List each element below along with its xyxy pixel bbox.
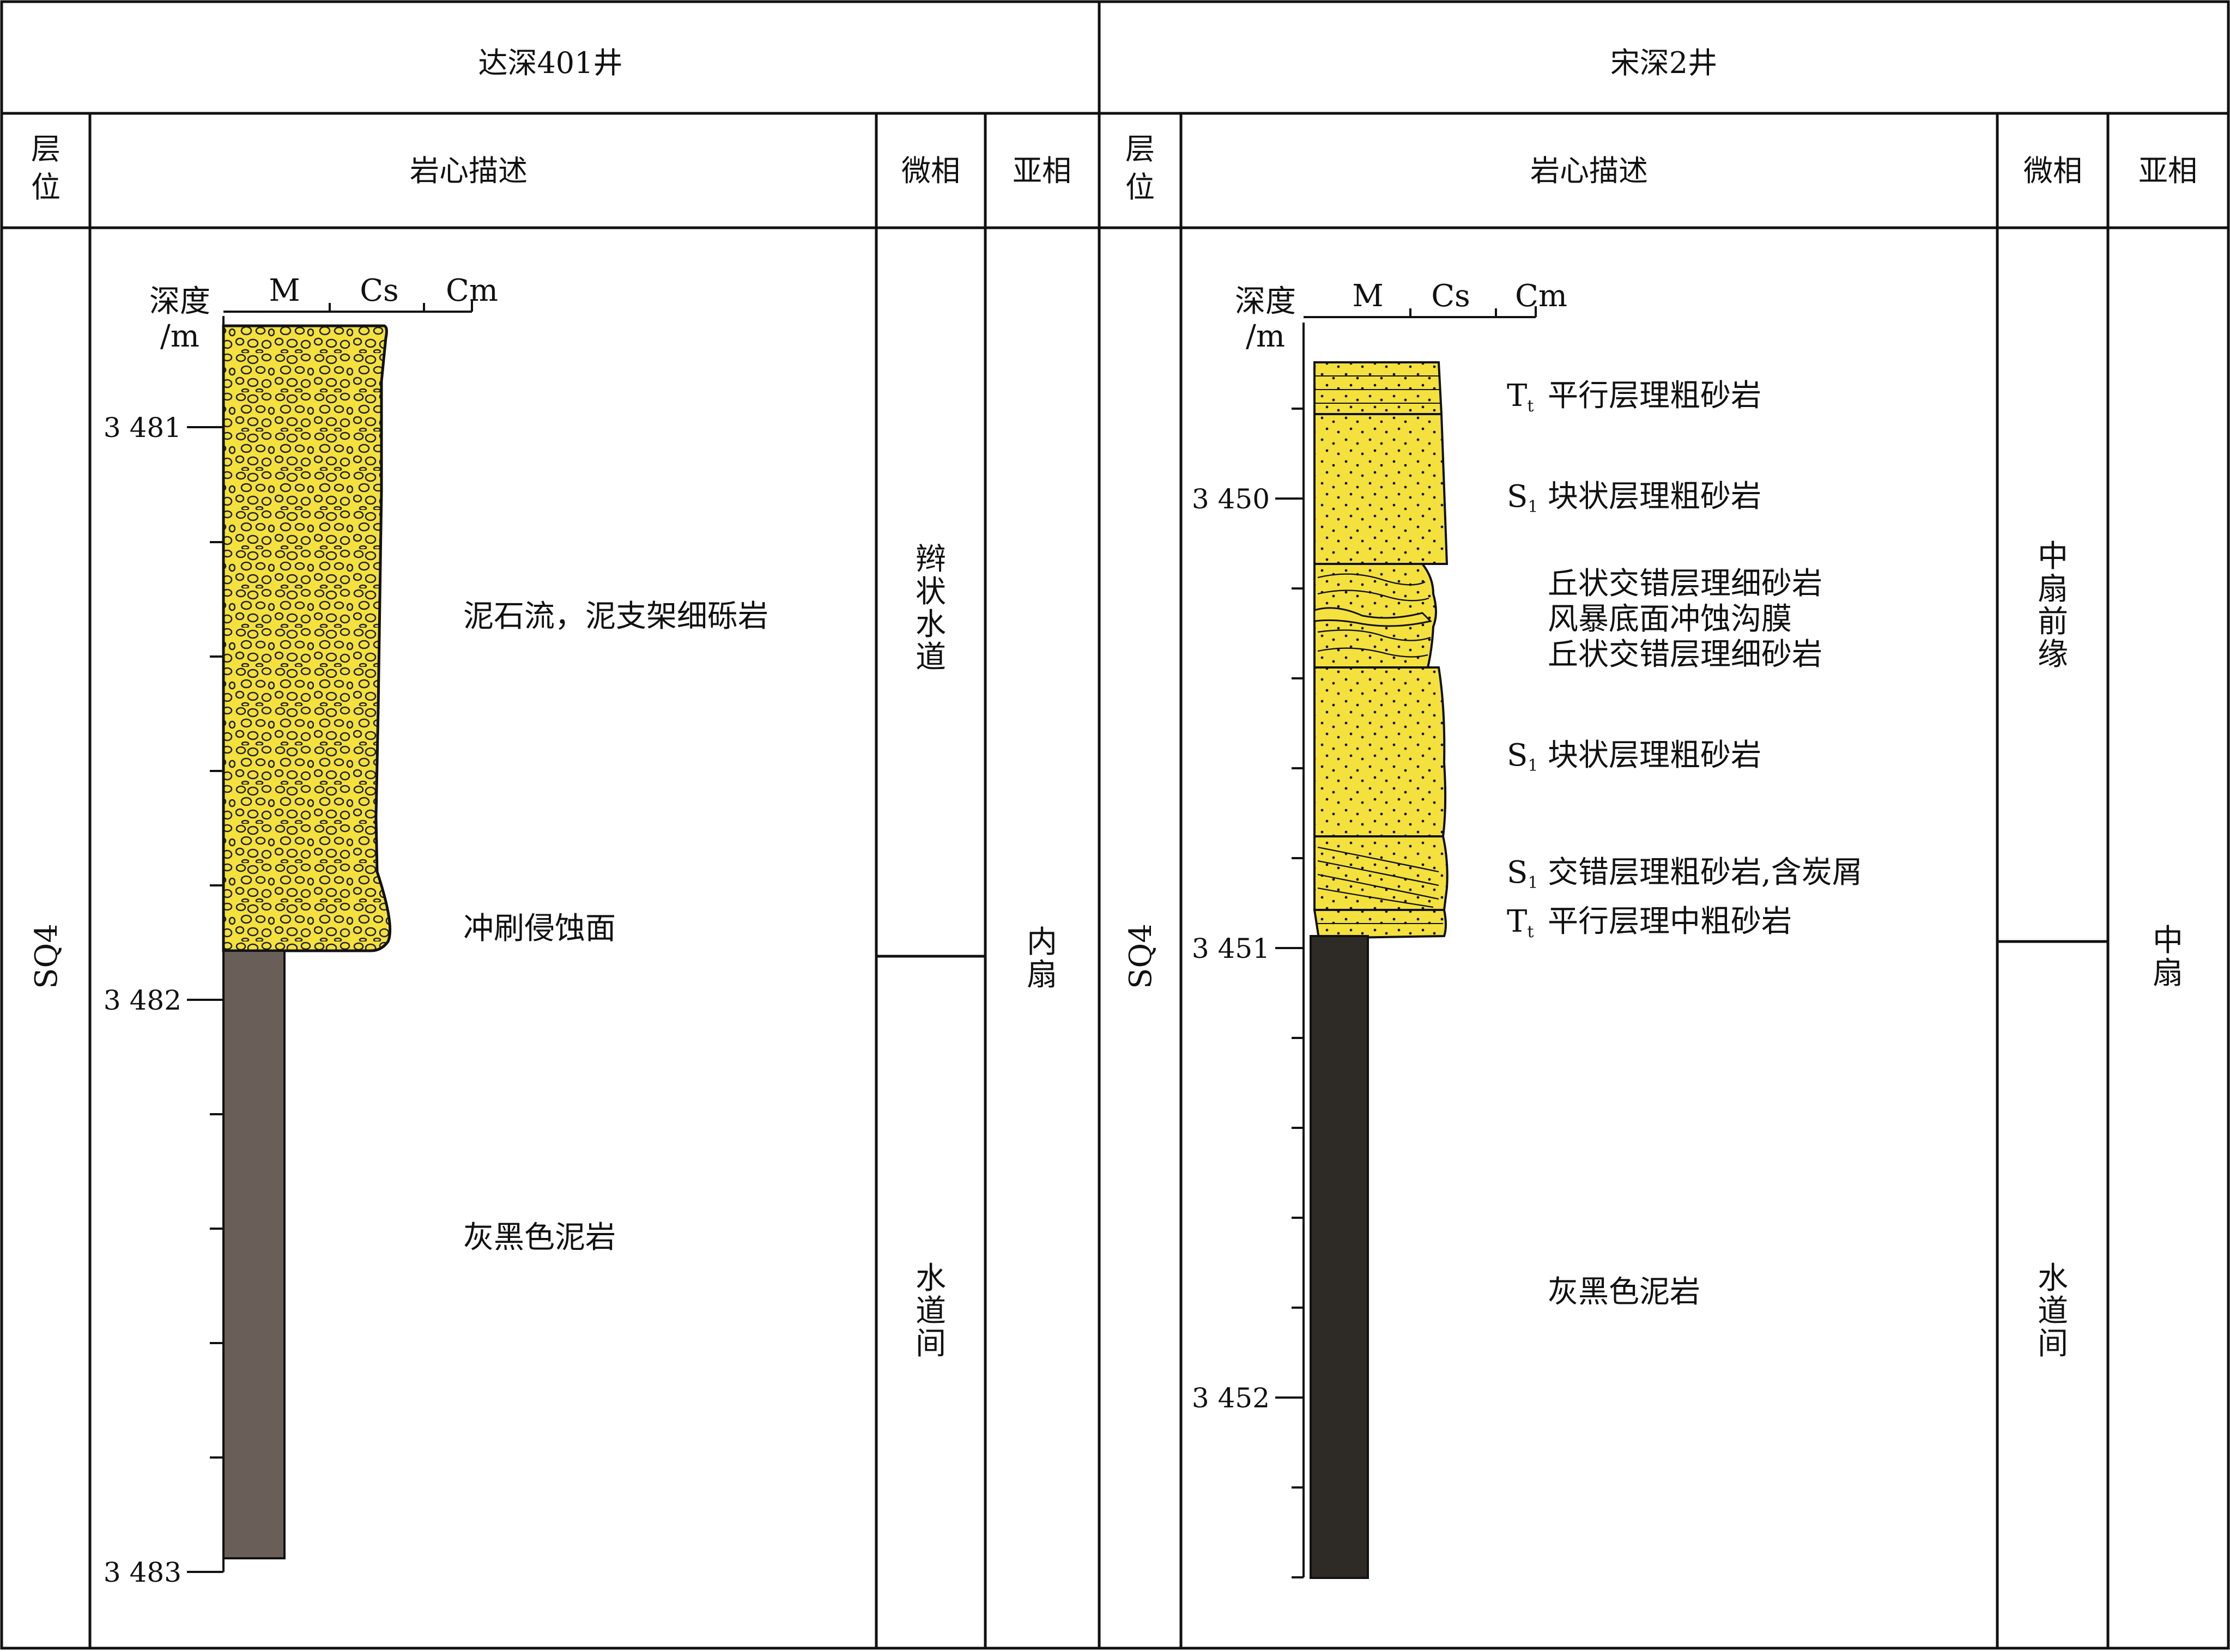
microfacies-char: 中 xyxy=(2038,539,2068,574)
description-hummocky-1: 丘状交错层理细砂岩 xyxy=(1548,566,1822,602)
description-scour-surface: 冲刷侵蚀面 xyxy=(463,911,616,946)
header-strata-char2: 位 xyxy=(31,170,60,204)
microfacies-char: 水 xyxy=(916,1261,946,1296)
header-strata-char2: 位 xyxy=(1125,170,1155,204)
storm-scour-mark xyxy=(1313,607,1432,627)
microfacies-char: 水 xyxy=(916,607,946,642)
well-title-left: 达深401井 xyxy=(478,46,622,80)
depth-value: 3 483 xyxy=(104,1557,181,1588)
column-headers-right: 层 位 岩心描述 微相 亚相 xyxy=(1125,132,2197,204)
grain-scale-cs: Cs xyxy=(1431,278,1470,314)
microfacies-char: 辫 xyxy=(916,542,946,577)
subfacies-char: 扇 xyxy=(2153,956,2183,991)
depth-label-unit: /m xyxy=(1246,319,1285,354)
well-titles: 达深401井 宋深2井 xyxy=(478,46,1717,80)
subfacies-char: 中 xyxy=(2153,923,2183,958)
header-subfacies: 亚相 xyxy=(2138,154,2197,188)
description-parallel-coarse: 平行层理粗砂岩 xyxy=(1548,378,1761,414)
microfacies-char: 缘 xyxy=(2038,637,2068,672)
description-hummocky-2: 丘状交错层理细砂岩 xyxy=(1548,637,1822,672)
description-massive-coarse: 块状层理粗砂岩 xyxy=(1548,479,1761,514)
depth-value: 3 450 xyxy=(1192,483,1270,515)
lamination-lines xyxy=(1314,375,1441,404)
microfacies-char: 道 xyxy=(2038,1293,2068,1329)
depth-value: 3 482 xyxy=(104,985,181,1016)
description-massive-coarse-2: 块状层理粗砂岩 xyxy=(1548,738,1761,773)
cross-bedding-lines xyxy=(1317,846,1439,908)
header-subfacies: 亚相 xyxy=(1013,154,1071,188)
microfacies-right: 中 扇 前 缘 水 道 间 xyxy=(2038,539,2068,1362)
description-code: S1 xyxy=(1507,855,1538,892)
sandstone-massive-upper xyxy=(1313,413,1449,565)
sequence-label-right: SQ4 xyxy=(1123,924,1159,989)
description-code: Tt xyxy=(1507,904,1534,942)
core-descriptions-left: 泥石流，泥支架细砾岩 冲刷侵蚀面 灰黑色泥岩 xyxy=(463,599,768,1255)
depth-value: 3 481 xyxy=(104,412,181,444)
column-headers-left: 层 位 岩心描述 微相 亚相 xyxy=(31,132,1071,204)
microfacies-left: 辫 状 水 道 水 道 间 xyxy=(916,542,946,1362)
description-code: S1 xyxy=(1507,738,1538,775)
microfacies-char: 道 xyxy=(916,1293,946,1329)
description-cross-bedded: 交错层理粗砂岩,含炭屑 xyxy=(1548,855,1863,890)
header-microfacies: 微相 xyxy=(2023,154,2082,188)
core-column-right: 深度 /m M Cs Cm 3 450 3 451 3 452 xyxy=(1192,278,1567,1579)
sequence-label-left: SQ4 xyxy=(29,924,64,989)
depth-value: 3 452 xyxy=(1192,1382,1270,1414)
subfacies-left: 内 扇 xyxy=(1027,925,1057,993)
description-mudstone: 灰黑色泥岩 xyxy=(1548,1274,1700,1310)
description-mudstone: 灰黑色泥岩 xyxy=(463,1220,616,1255)
header-core-desc: 岩心描述 xyxy=(410,154,528,188)
depth-label-unit: /m xyxy=(160,319,199,354)
microfacies-char: 间 xyxy=(2038,1326,2068,1362)
depth-value: 3 451 xyxy=(1192,933,1270,964)
grain-scale-m: M xyxy=(269,273,300,308)
description-code: S1 xyxy=(1507,479,1538,517)
description-code: Tt xyxy=(1507,378,1534,416)
description-debris-flow: 泥石流，泥支架细砾岩 xyxy=(463,599,768,634)
header-strata-char1: 层 xyxy=(1125,132,1155,166)
hummocky-cross-lines xyxy=(1317,573,1431,658)
sandstone-massive-lower xyxy=(1313,666,1447,837)
grain-scale-m: M xyxy=(1352,278,1383,314)
description-storm-scour: 风暴底面冲蚀沟膜 xyxy=(1548,602,1792,637)
subfacies-right: 中 扇 xyxy=(2153,923,2183,991)
header-strata-char1: 层 xyxy=(31,132,60,166)
depth-label-top: 深度 xyxy=(1235,284,1296,319)
subfacies-char: 扇 xyxy=(1027,957,1057,993)
grain-scale-cs: Cs xyxy=(360,273,399,308)
description-parallel-medium: 平行层理中粗砂岩 xyxy=(1548,904,1792,939)
microfacies-char: 间 xyxy=(916,1326,946,1362)
mudstone-layer xyxy=(1310,935,1369,1579)
mudstone-layer xyxy=(222,950,286,1559)
sandstone-parallel-lamination xyxy=(1313,361,1443,415)
microfacies-char: 道 xyxy=(916,640,946,675)
subfacies-char: 内 xyxy=(1027,925,1057,960)
header-core-desc: 岩心描述 xyxy=(1530,154,1648,188)
well-title-right: 宋深2井 xyxy=(1610,46,1717,80)
grain-scale-cm: Cm xyxy=(1515,278,1567,314)
header-microfacies: 微相 xyxy=(901,154,960,188)
core-descriptions-right: Tt 平行层理粗砂岩 S1 块状层理粗砂岩 丘状交错层理细砂岩 风暴底面冲蚀沟膜… xyxy=(1507,378,1863,1310)
microfacies-char: 水 xyxy=(2038,1261,2068,1296)
microfacies-char: 扇 xyxy=(2038,572,2068,607)
core-column-left: 深度 /m M Cs Cm 3 481 3 482 3 483 xyxy=(104,273,498,1588)
microfacies-char: 前 xyxy=(2038,604,2068,640)
depth-label-top: 深度 xyxy=(149,284,210,319)
microfacies-char: 状 xyxy=(916,574,946,610)
grain-scale-cm: Cm xyxy=(446,273,498,308)
conglomerate-layer xyxy=(222,324,392,952)
